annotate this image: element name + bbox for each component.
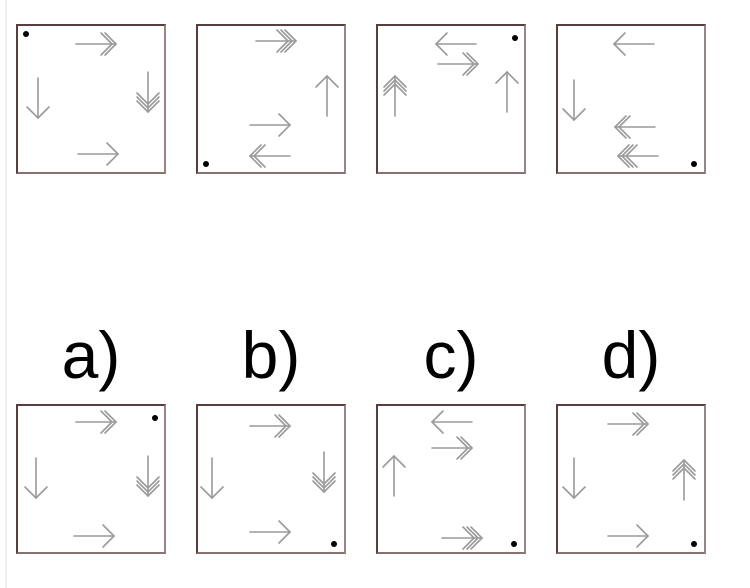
left-arrow-2-head-icon [249, 144, 291, 168]
down-arrow-1-head-icon [562, 457, 586, 499]
down-arrow-1-head-icon [24, 457, 48, 499]
up-arrow-1-head-icon [382, 455, 406, 497]
up-arrow-1-head-icon [495, 71, 519, 113]
right-arrow-2-head-icon [437, 52, 479, 76]
option-label-a: a) [61, 318, 121, 392]
dot-marker-icon [152, 415, 158, 421]
right-arrow-2-head-icon [431, 436, 473, 460]
left-arrow-2-head-icon [614, 115, 656, 139]
down-arrow-3-head-icon [136, 455, 160, 497]
dot-marker-icon [512, 35, 518, 41]
option-panel-c[interactable] [376, 404, 526, 554]
up-arrow-1-head-icon [315, 75, 339, 117]
down-arrow-1-head-icon [200, 457, 224, 499]
option-panel-d[interactable] [556, 404, 706, 554]
right-arrow-1-head-icon [249, 520, 291, 544]
left-arrow-1-head-icon [613, 32, 655, 56]
option-panel-b[interactable] [196, 404, 346, 554]
right-arrow-2-head-icon [249, 414, 291, 438]
option-label-b: b) [241, 318, 301, 392]
dot-marker-icon [691, 541, 697, 547]
sequence-panel-3 [376, 24, 526, 174]
up-arrow-3-head-icon [383, 75, 407, 117]
up-arrow-3-head-icon [672, 459, 696, 501]
sequence-panel-2 [196, 24, 346, 174]
right-arrow-2-head-icon [75, 410, 117, 434]
option-label-d: d) [601, 318, 661, 392]
dot-marker-icon [691, 161, 697, 167]
left-divider-line [5, 0, 7, 588]
left-arrow-3-head-icon [617, 144, 659, 168]
down-arrow-3-head-icon [312, 451, 336, 493]
right-arrow-1-head-icon [607, 524, 649, 548]
right-arrow-1-head-icon [249, 113, 291, 137]
right-arrow-1-head-icon [77, 142, 119, 166]
right-arrow-2-head-icon [607, 412, 649, 436]
down-arrow-1-head-icon [26, 77, 50, 119]
dot-marker-icon [331, 541, 337, 547]
right-arrow-3-head-icon [255, 29, 297, 53]
down-arrow-1-head-icon [562, 79, 586, 121]
sequence-panel-4 [556, 24, 706, 174]
dot-marker-icon [23, 31, 29, 37]
right-arrow-3-head-icon [441, 526, 483, 550]
down-arrow-3-head-icon [136, 71, 160, 113]
dot-marker-icon [203, 161, 209, 167]
option-label-c: c) [423, 318, 479, 392]
option-panel-a[interactable] [16, 404, 166, 554]
left-arrow-1-head-icon [431, 410, 473, 434]
sequence-panel-1 [16, 24, 166, 174]
left-arrow-1-head-icon [435, 32, 477, 56]
dot-marker-icon [511, 541, 517, 547]
right-arrow-2-head-icon [75, 32, 117, 56]
right-arrow-1-head-icon [73, 524, 115, 548]
